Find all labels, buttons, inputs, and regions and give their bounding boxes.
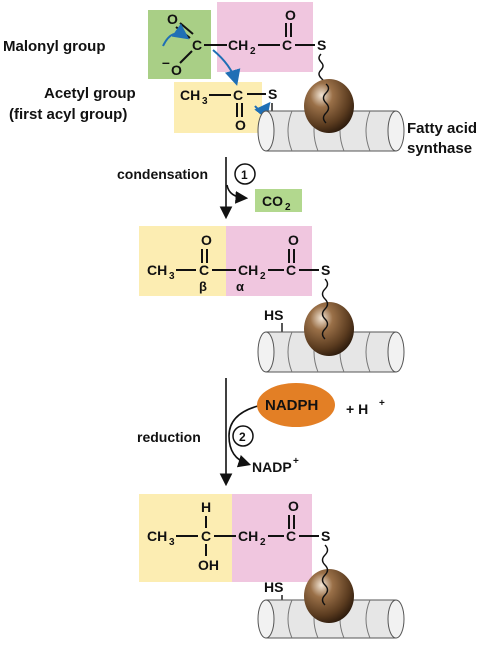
malonyl-sulfur: S: [317, 37, 326, 53]
curved-arrow-attack: [212, 49, 241, 86]
ch2-subscript: 2: [260, 537, 266, 548]
malonyl-thioester-oxygen: O: [285, 7, 296, 23]
free-hs: HS: [264, 307, 283, 323]
malonyl-group-label: Malonyl group: [3, 38, 106, 55]
beta-carbonyl-oxygen: O: [201, 232, 212, 248]
h-plus-charge: +: [379, 398, 385, 409]
reduction-step: reduction 2 NADPH + H + NADP +: [137, 378, 385, 487]
ch3: CH: [147, 528, 167, 544]
acp-domain-ball: [304, 302, 354, 356]
plus-h-label: + H: [346, 401, 368, 417]
negative-charge: –: [162, 54, 170, 70]
acetyl-derived-box: [139, 494, 232, 582]
co2-label: CO: [262, 193, 283, 209]
bond: [179, 50, 193, 64]
curved-arrow-decarboxylation: [162, 23, 190, 47]
step-1-number: 1: [241, 168, 248, 182]
malonyl-thioester-carbon: C: [282, 37, 292, 53]
curved-arrow-thioester: [254, 101, 271, 120]
thioester-oxygen: O: [288, 232, 299, 248]
free-hs: HS: [264, 579, 283, 595]
nadph-consumption-arrow: [228, 405, 259, 468]
acetyl-sulfur: S: [268, 86, 277, 102]
thioester-carbon: C: [286, 262, 296, 278]
malonyl-derived-box: [226, 226, 312, 296]
nadph-label: NADPH: [265, 397, 318, 414]
nadp-label: NADP: [252, 459, 292, 475]
thioester-carbon: C: [286, 528, 296, 544]
hydroxyacyl-state: H CH 3 C OH CH 2 C O S HS: [139, 494, 405, 639]
synthase-label: synthase: [407, 140, 472, 157]
malonyl-carboxylate-oxygen: O: [171, 62, 182, 78]
malonyl-ch2-carbon: CH: [228, 37, 248, 53]
beta-carbon: C: [199, 262, 209, 278]
acp-domain-ball: [304, 569, 354, 623]
malonyl-derived-box: [232, 494, 312, 582]
alpha-label: α: [236, 279, 244, 294]
fatty-acid-label: Fatty acid: [407, 120, 477, 137]
acetyl-ch3: CH: [180, 87, 200, 103]
co2-release-arrow: [226, 184, 249, 204]
sulfur: S: [321, 528, 330, 544]
acp-domain-ball: [304, 79, 354, 133]
beta-label: β: [199, 279, 207, 294]
ch2: CH: [238, 528, 258, 544]
beta-carbon: C: [201, 528, 211, 544]
step-2-number: 2: [239, 430, 246, 444]
step-1-circle: [234, 163, 256, 185]
malonyl-carboxyl-carbon: C: [192, 37, 202, 53]
phosphopantetheine-arm: [321, 544, 329, 606]
ch2-subscript: 2: [260, 271, 266, 282]
ch3-subscript: 3: [169, 537, 175, 548]
acetyl-group-label: Acetyl group: [44, 85, 136, 102]
ch2: CH: [238, 262, 258, 278]
acetyl-ch3-subscript: 3: [202, 96, 208, 107]
hydrogen: H: [201, 499, 211, 515]
reduction-label: reduction: [137, 429, 201, 445]
carboxyl-box: [148, 10, 211, 79]
step-2-circle: [232, 425, 254, 447]
condensation-label: condensation: [117, 166, 208, 182]
malonyl-carbonyl-oxygen: O: [167, 11, 178, 27]
thioester-oxygen: O: [288, 498, 299, 514]
sulfur: S: [321, 262, 330, 278]
ch3: CH: [147, 262, 167, 278]
malonyl-box: [217, 2, 313, 72]
ch3-subscript: 3: [169, 271, 175, 282]
co2-box: [255, 189, 302, 212]
phosphopantetheine-arm: [322, 83, 330, 124]
acetoacetyl-state: CH 3 C O β CH 2 α C O S HS: [139, 226, 405, 373]
malonyl-ch2-subscript: 2: [250, 46, 256, 57]
hydroxyl: OH: [198, 557, 219, 573]
nadp-plus-charge: +: [293, 456, 299, 467]
condensation-step: condensation 1 CO 2: [117, 157, 302, 220]
initial-state: Malonyl group Acetyl group (first acyl g…: [3, 2, 477, 157]
acetyl-box: [174, 82, 262, 133]
nadph-oval: [257, 383, 335, 427]
co2-subscript: 2: [285, 202, 291, 213]
acetyl-oxygen: O: [235, 117, 246, 133]
phosphopantetheine-arm: [321, 278, 329, 340]
first-acyl-group-label: (first acyl group): [9, 106, 127, 123]
acetyl-carbon: C: [233, 87, 243, 103]
acetyl-derived-box: [139, 226, 226, 296]
